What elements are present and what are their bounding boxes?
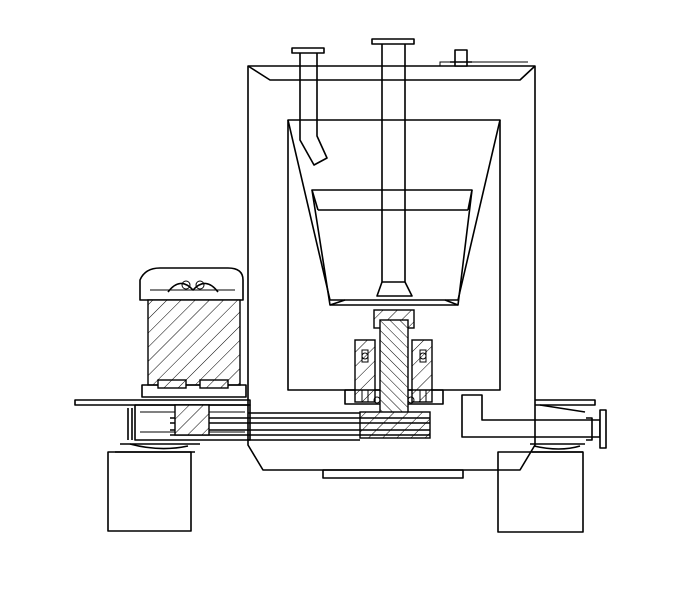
belt-drive (170, 412, 430, 441)
foot-bracket-left (115, 408, 200, 453)
casing-bottom-plate (322, 469, 464, 479)
outlet-flange (586, 409, 607, 449)
inner-bowl (311, 189, 473, 306)
outlet-pipe (461, 394, 601, 438)
base-plate (74, 399, 596, 413)
support-foot-right (497, 451, 584, 533)
support-foot-left (107, 451, 192, 532)
spindle-hub (359, 411, 431, 439)
vent-nozzle (450, 49, 472, 67)
feed-pipe (291, 47, 328, 166)
motor-fan (157, 280, 229, 436)
discharge-pipe (371, 38, 415, 297)
conical-basket (287, 119, 501, 391)
drive-spindle (379, 319, 409, 416)
foot-bracket-right (530, 443, 585, 453)
